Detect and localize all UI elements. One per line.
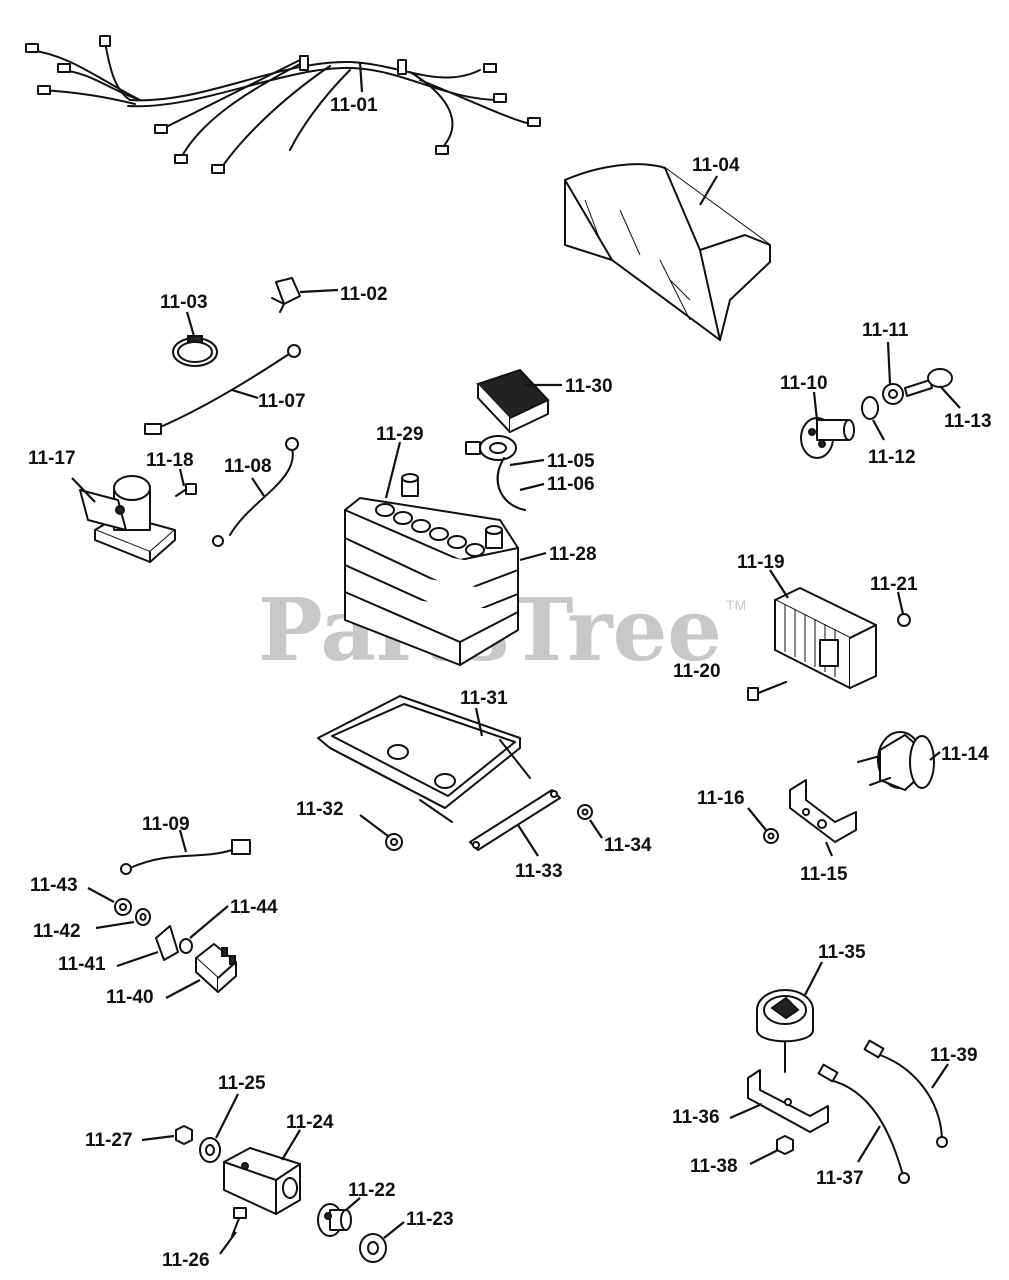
callout-11-25[interactable]: 11-25: [218, 1073, 266, 1094]
callout-11-26[interactable]: 11-26: [162, 1250, 210, 1271]
callout-11-42[interactable]: 11-42: [33, 921, 81, 942]
callout-11-23[interactable]: 11-23: [406, 1209, 454, 1230]
callout-11-08[interactable]: 11-08: [224, 456, 272, 477]
part-battery-cable[interactable]: [496, 457, 526, 511]
callout-11-21[interactable]: 11-21: [870, 574, 918, 595]
callout-11-35[interactable]: 11-35: [818, 942, 866, 963]
callout-11-29[interactable]: 11-29: [376, 424, 424, 445]
callout-11-04[interactable]: 11-04: [692, 155, 740, 176]
callout-11-37[interactable]: 11-37: [816, 1168, 864, 1189]
callout-11-34[interactable]: 11-34: [604, 835, 652, 856]
part-battery-clamp[interactable]: [465, 435, 517, 461]
part-battery-cover[interactable]: [564, 163, 771, 341]
part-washer-11-44[interactable]: [179, 938, 193, 954]
callout-11-20[interactable]: 11-20: [673, 661, 721, 682]
part-gauge-11-14[interactable]: [857, 731, 935, 791]
part-solenoid[interactable]: [79, 475, 176, 563]
callout-11-27[interactable]: 11-27: [85, 1130, 133, 1151]
part-wire-11-37[interactable]: [817, 1063, 910, 1184]
part-clip[interactable]: [271, 277, 301, 313]
callout-11-30[interactable]: 11-30: [565, 376, 613, 397]
part-bolt-11-18[interactable]: [175, 483, 197, 497]
callout-11-12[interactable]: 11-12: [868, 447, 916, 468]
callout-11-38[interactable]: 11-38: [690, 1156, 738, 1177]
callout-11-07[interactable]: 11-07: [258, 391, 306, 412]
part-toggle-switch[interactable]: [195, 943, 237, 993]
callout-11-33[interactable]: 11-33: [515, 861, 563, 882]
part-terminal-cover[interactable]: [476, 368, 550, 433]
part-cable-11-08[interactable]: [212, 437, 299, 547]
callout-11-17[interactable]: 11-17: [28, 448, 76, 469]
callout-11-28[interactable]: 11-28: [549, 544, 597, 565]
watermark-trademark: TM: [726, 597, 746, 613]
callout-11-40[interactable]: 11-40: [106, 987, 154, 1008]
callout-11-16[interactable]: 11-16: [697, 788, 745, 809]
part-wire-11-09[interactable]: [120, 839, 251, 875]
callout-11-10[interactable]: 11-10: [780, 373, 828, 394]
part-tray-nut[interactable]: [385, 833, 403, 851]
callout-11-09[interactable]: 11-09: [142, 814, 190, 835]
part-battery-tray[interactable]: [317, 695, 531, 823]
callout-11-01[interactable]: 11-01: [330, 95, 378, 116]
callout-11-06[interactable]: 11-06: [547, 474, 595, 495]
part-screw-11-26[interactable]: [231, 1207, 247, 1237]
part-ignition-switch[interactable]: [800, 417, 855, 459]
callout-11-44[interactable]: 11-44: [230, 897, 278, 918]
callout-11-13[interactable]: 11-13: [944, 411, 992, 432]
part-hose-clamp[interactable]: [172, 335, 218, 367]
part-spacer-11-25[interactable]: [199, 1137, 221, 1163]
part-switch-nut[interactable]: [882, 383, 904, 405]
part-gauge-bracket[interactable]: [789, 779, 857, 843]
callout-11-05[interactable]: 11-05: [547, 451, 595, 472]
callout-11-31[interactable]: 11-31: [460, 688, 508, 709]
part-wiring-harness[interactable]: [25, 35, 541, 174]
part-rectifier-bolt[interactable]: [747, 681, 787, 701]
part-bracket-11-41[interactable]: [155, 925, 179, 961]
part-ground-strap[interactable]: [144, 344, 301, 435]
part-bar-nut[interactable]: [577, 804, 593, 820]
part-battery-posts: [401, 473, 503, 549]
part-hold-down-bar[interactable]: [469, 789, 561, 851]
callout-11-15[interactable]: 11-15: [800, 864, 848, 885]
part-wire-11-39[interactable]: [863, 1039, 948, 1148]
part-nut-11-43[interactable]: [114, 898, 132, 916]
part-lock-washer[interactable]: [861, 396, 879, 420]
callout-11-36[interactable]: 11-36: [672, 1107, 720, 1128]
part-nut-11-27[interactable]: [175, 1125, 193, 1145]
part-rectifier[interactable]: [774, 587, 877, 689]
part-meter-nut[interactable]: [776, 1135, 794, 1155]
callout-11-41[interactable]: 11-41: [58, 954, 106, 975]
part-ignition-key[interactable]: [904, 368, 953, 397]
callout-11-11[interactable]: 11-11: [862, 320, 909, 341]
callout-11-03[interactable]: 11-03: [160, 292, 208, 313]
part-meter-bracket[interactable]: [747, 1069, 829, 1133]
part-washer-11-42[interactable]: [135, 908, 151, 926]
callout-11-32[interactable]: 11-32: [296, 799, 344, 820]
callout-11-24[interactable]: 11-24: [286, 1112, 334, 1133]
callout-11-02[interactable]: 11-02: [340, 284, 388, 305]
callout-11-43[interactable]: 11-43: [30, 875, 78, 896]
part-rectifier-nut[interactable]: [897, 613, 911, 627]
callout-11-19[interactable]: 11-19: [737, 552, 785, 573]
part-gauge-nut[interactable]: [763, 828, 779, 844]
part-vent-caps[interactable]: [375, 503, 485, 557]
part-mount-bracket-11-24[interactable]: [223, 1147, 301, 1215]
callout-11-22[interactable]: 11-22: [348, 1180, 396, 1201]
callout-11-39[interactable]: 11-39: [930, 1045, 978, 1066]
part-switch-11-22[interactable]: [317, 1203, 352, 1237]
callout-11-14[interactable]: 11-14: [941, 744, 989, 765]
callout-11-18[interactable]: 11-18: [146, 450, 194, 471]
part-hour-meter[interactable]: [756, 989, 814, 1073]
part-nut-11-23[interactable]: [359, 1233, 387, 1263]
